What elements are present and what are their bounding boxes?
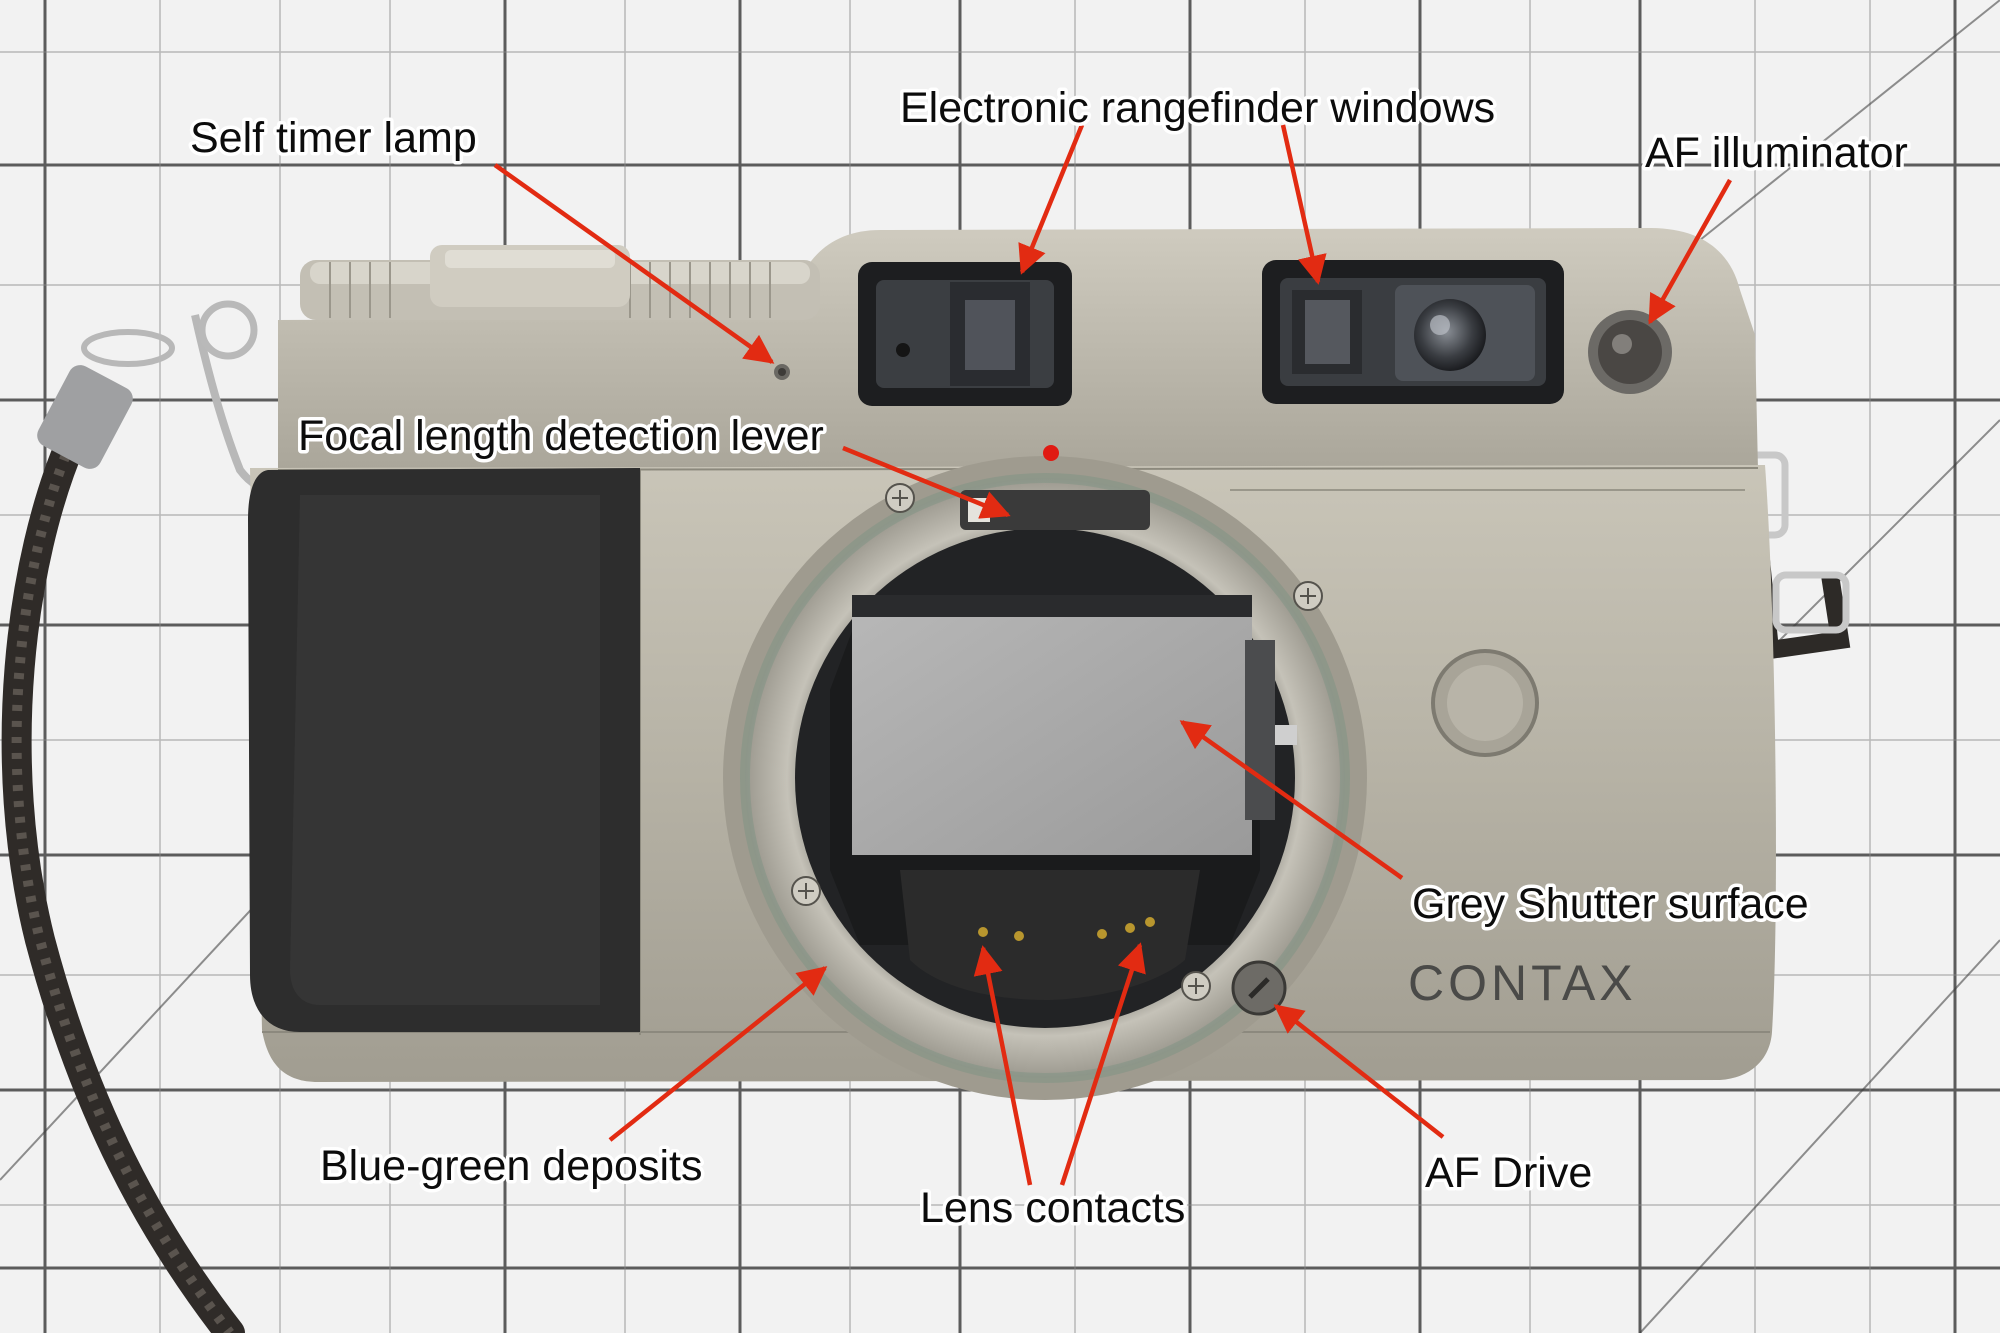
lens-contact-pins [978,917,1155,941]
arrow-rangefinder-left [1018,124,1085,275]
callout-labels: Self timer lamp Electronic rangefinder w… [187,81,1912,1236]
label-lens-contacts: Lens contacts [920,1184,1185,1232]
grey-shutter [852,595,1252,855]
arrow-af-drive [1273,1004,1445,1139]
arrow-af-illuminator [1648,178,1732,325]
arrow-grey-shutter-surface [1179,720,1404,880]
arrow-rangefinder-right [1280,124,1327,285]
lens-mount [723,445,1367,1100]
af-drive-coupler [1231,960,1287,1016]
annotation-arrows [493,124,1732,1186]
rangefinder-window-left [858,262,1072,406]
arrow-self-timer-lamp [493,163,775,364]
label-focal-length-lever: Focal length detection lever [298,412,824,460]
label-af-drive: AF Drive [1425,1149,1592,1197]
arrow-lens-contact-left [973,945,1033,1186]
rangefinder-window-right [1262,260,1564,404]
label-blue-green-deposits: Blue-green deposits [320,1142,702,1190]
contax-logo: CONTAX [1408,955,1637,1011]
self-timer-lamp [774,364,790,380]
arrow-blue-green-deposits [608,966,828,1142]
arrow-focal-length-lever [842,445,1011,519]
neck-strap [1,300,289,1333]
lens-release-button [1431,649,1539,757]
label-af-illuminator: AF illuminator [1645,129,1908,177]
label-self-timer-lamp: Self timer lamp [190,114,477,162]
af-illuminator-window [1588,310,1672,394]
label-rangefinder-windows: Electronic rangefinder windows [900,84,1495,132]
arrow-lens-contact-right [1059,942,1146,1186]
mount-index-dot [1043,445,1059,461]
hand-grip [248,468,640,1032]
label-grey-shutter-surface: Grey Shutter surface [1412,880,1809,928]
